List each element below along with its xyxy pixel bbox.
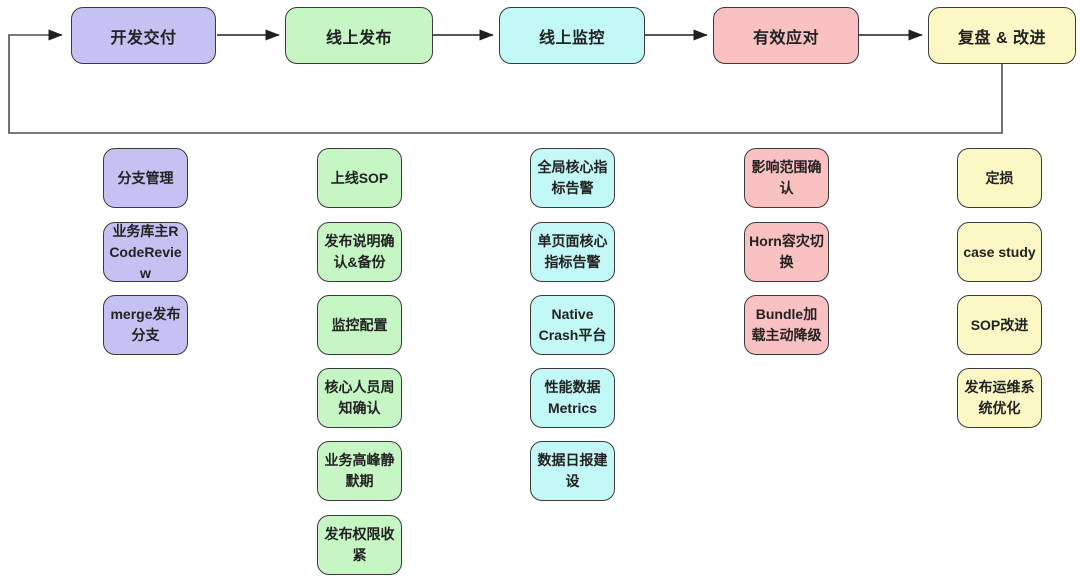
task-node-horn-failover: Horn容灾切换 (744, 222, 829, 282)
task-node-native-crash-platform: Native Crash平台 (530, 295, 615, 355)
task-node-page-metric-alert: 单页面核心指标告警 (530, 222, 615, 282)
stage-node-dev-delivery: 开发交付 (71, 7, 216, 64)
task-label: 单页面核心指标告警 (537, 233, 608, 270)
task-node-release-ops-system: 发布运维系统优化 (957, 368, 1042, 428)
stage-label: 有效应对 (752, 29, 819, 47)
task-label: 分支管理 (117, 169, 174, 186)
task-node-release-notes-backup: 发布说明确认&备份 (317, 222, 402, 282)
stage-label: 开发交付 (110, 29, 177, 47)
task-label: 核心人员周知确认 (324, 379, 395, 416)
task-label: 影响范围确认 (751, 159, 822, 196)
task-label: 业务库主R CodeReview (109, 222, 182, 281)
task-node-launch-sop: 上线SOP (317, 148, 402, 208)
task-label: 发布运维系统优化 (964, 379, 1035, 416)
task-node-performance-metrics: 性能数据Metrics (530, 368, 615, 428)
task-label: case study (963, 243, 1036, 260)
task-node-case-study: case study (957, 222, 1042, 282)
task-label: 数据日报建设 (537, 452, 608, 489)
task-node-branch-management: 分支管理 (103, 148, 188, 208)
stage-node-online-release: 线上发布 (285, 7, 433, 64)
task-node-merge-release-branch: merge发布分支 (103, 295, 188, 355)
task-label: SOP改进 (970, 316, 1029, 333)
task-label: 监控配置 (331, 316, 388, 333)
task-label: Native Crash平台 (538, 306, 607, 343)
task-node-business-peak-silence: 业务高峰静默期 (317, 441, 402, 501)
stage-label: 线上监控 (538, 29, 605, 47)
task-node-release-permission-tighten: 发布权限收紧 (317, 515, 402, 575)
feedback-loop-arrow (8, 29, 1003, 134)
stage-node-effective-response: 有效应对 (713, 7, 859, 64)
task-label: 业务高峰静默期 (324, 452, 395, 489)
task-label: 上线SOP (330, 169, 389, 186)
task-label: 性能数据Metrics (544, 379, 601, 416)
task-node-sop-improve: SOP改进 (957, 295, 1042, 355)
task-label: 定损 (985, 169, 1014, 186)
stage-node-online-monitoring: 线上监控 (499, 7, 645, 64)
task-node-core-staff-notification: 核心人员周知确认 (317, 368, 402, 428)
task-node-impact-scope-confirm: 影响范围确认 (744, 148, 829, 208)
task-node-code-review: 业务库主R CodeReview (103, 222, 188, 282)
task-label: 发布说明确认&备份 (324, 233, 395, 270)
stage-node-review-improve: 复盘 & 改进 (928, 7, 1076, 64)
task-label: merge发布分支 (110, 306, 181, 343)
stage-label: 线上发布 (325, 29, 392, 47)
task-node-loss-assessment: 定损 (957, 148, 1042, 208)
task-node-global-metric-alert: 全局核心指标告警 (530, 148, 615, 208)
stage-label: 复盘 & 改进 (958, 29, 1046, 47)
task-label: 发布权限收紧 (324, 526, 395, 563)
task-node-daily-data-report: 数据日报建设 (530, 441, 615, 501)
task-label: Horn容灾切换 (749, 233, 824, 270)
task-node-bundle-degrade: Bundle加载主动降级 (744, 295, 829, 355)
task-label: 全局核心指标告警 (537, 159, 608, 196)
task-node-monitoring-config: 监控配置 (317, 295, 402, 355)
task-label: Bundle加载主动降级 (751, 306, 822, 343)
